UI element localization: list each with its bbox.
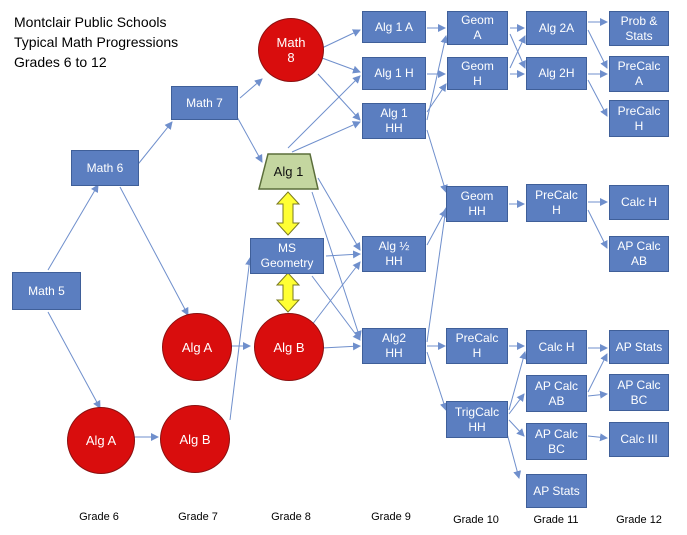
node-ap-calc-bc-grade11: AP Calc BC — [526, 423, 587, 460]
node-geom-hh: Geom HH — [446, 186, 508, 222]
grade-label-9: Grade 9 — [371, 511, 411, 523]
grade-label-7: Grade 7 — [178, 511, 218, 523]
node-prob-stats: Prob & Stats — [609, 11, 669, 46]
node-geom-a: Geom A — [447, 11, 508, 45]
node-math7: Math 7 — [171, 86, 238, 120]
title-line-1: Montclair Public Schools — [14, 14, 167, 30]
node-ap-calc-ab-grade11: AP Calc AB — [526, 375, 587, 412]
node-precalc-h-grade10: PreCalc H — [446, 328, 508, 364]
node-geom-h: Geom H — [447, 57, 508, 90]
title-line-2: Typical Math Progressions — [14, 34, 179, 50]
node-alg1-trapezoid: Alg 1 — [273, 164, 304, 179]
node-ap-calc-bc-grade12: AP Calc BC — [609, 374, 669, 411]
node-calc-h-grade11: Calc H — [526, 330, 587, 364]
node-math6: Math 6 — [71, 150, 139, 186]
node-alg1-hh: Alg 1 HH — [362, 103, 426, 139]
node-precalc-h-grade12: PreCalc H — [609, 100, 669, 137]
node-trigcalc-hh: TrigCalc HH — [446, 401, 508, 438]
node-precalc-h-grade11: PreCalc H — [526, 184, 587, 222]
node-calc-h-grade12: Calc H — [609, 185, 669, 220]
node-ap-calc-ab-grade12: AP Calc AB — [609, 236, 669, 272]
node-alg2a: Alg 2A — [526, 11, 587, 45]
node-math5: Math 5 — [12, 272, 81, 310]
node-alg-half-hh: Alg ½ HH — [362, 236, 426, 272]
node-alg2h: Alg 2H — [526, 57, 587, 90]
grade-label-6: Grade 6 — [79, 511, 119, 523]
equivalence-arrows — [275, 191, 301, 313]
node-alg1-h: Alg 1 H — [362, 57, 426, 90]
node-calc-iii: Calc III — [609, 422, 669, 457]
node-ap-stats-grade11: AP Stats — [526, 474, 587, 508]
node-precalc-a: PreCalc A — [609, 56, 669, 92]
grade-label-11: Grade 11 — [533, 514, 579, 526]
node-alg-b-grade7: Alg B — [160, 405, 230, 473]
grade-label-12: Grade 12 — [616, 514, 662, 526]
alg1-trapezoid-shape — [258, 153, 319, 190]
node-math8: Math 8 — [258, 18, 324, 82]
node-alg-a-grade7: Alg A — [162, 313, 232, 381]
grade-label-10: Grade 10 — [453, 514, 499, 526]
node-ms-geometry: MS Geometry — [250, 238, 324, 274]
node-alg2-hh: Alg2 HH — [362, 328, 426, 364]
node-alg1-a: Alg 1 A — [362, 11, 426, 43]
grade-label-8: Grade 8 — [271, 511, 311, 523]
node-alg-b-grade8: Alg B — [254, 313, 324, 381]
node-ap-stats-grade12: AP Stats — [609, 330, 669, 364]
diagram-title: Montclair Public Schools Typical Math Pr… — [14, 12, 178, 72]
title-line-3: Grades 6 to 12 — [14, 54, 107, 70]
node-alg-a-grade6: Alg A — [67, 407, 135, 474]
